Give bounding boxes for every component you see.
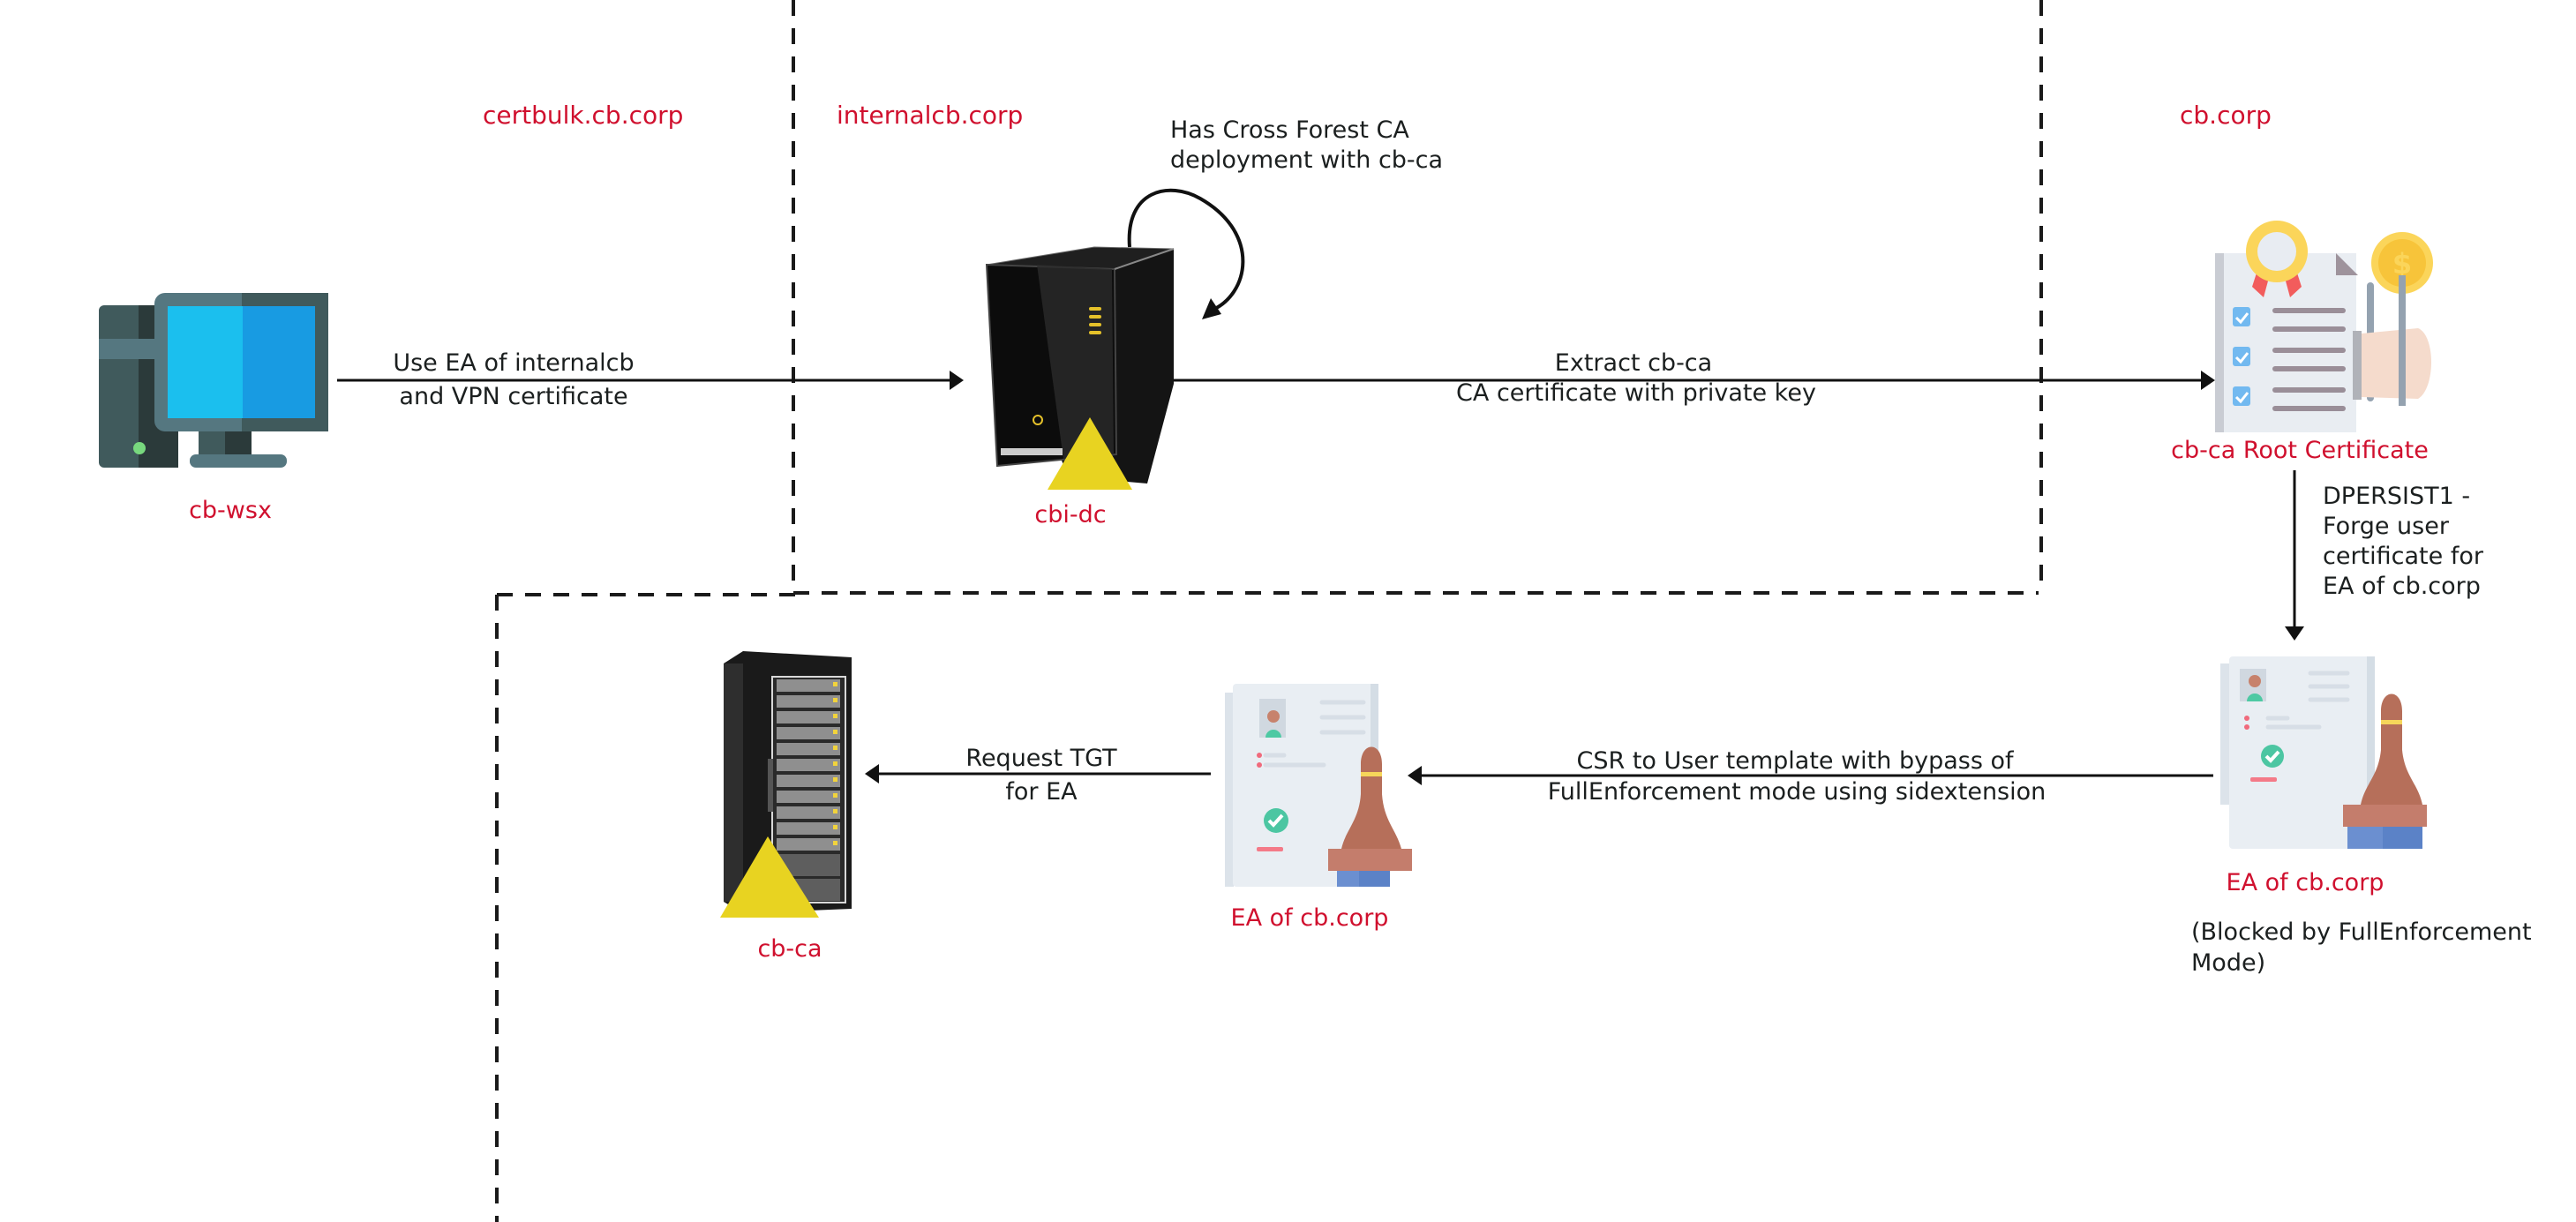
node-label-cb-wsx: cb-wsx [189, 497, 272, 524]
edge-label-root-ea-line2: Forge user [2323, 513, 2449, 540]
blocked-note-line2: Mode) [2191, 949, 2266, 977]
arrowhead-icon [950, 371, 964, 390]
edge-label-dc-root-line1: Extract cb-ca [1554, 349, 1713, 377]
node-label-cbi-dc: cbi-dc [1034, 501, 1107, 529]
stamped-document-icon[interactable] [2220, 656, 2427, 849]
arrowhead-icon [2285, 626, 2304, 641]
certificate-award-icon[interactable]: $ [2215, 221, 2433, 432]
blocked-note-line1: (Blocked by FullEnforcement [2191, 918, 2532, 946]
edge-label-ea-ca-line1: Request TGT [965, 745, 1117, 772]
node-label-ea-forged: EA of cb.corp [2226, 869, 2384, 896]
arrowhead-icon [1408, 766, 1422, 785]
node-label-root-cert: cb-ca Root Certificate [2171, 437, 2429, 464]
domain-label-certbulk: certbulk.cb.corp [483, 101, 684, 130]
node-label-ea-valid: EA of cb.corp [1230, 904, 1389, 932]
stamped-document-icon[interactable] [1225, 684, 1412, 887]
forest-boundaries [495, 0, 2043, 1222]
edge-label-wsx-dc-line1: Use EA of internalcb [393, 349, 635, 377]
edge-label-root-ea-line3: certificate for [2323, 543, 2483, 570]
edge-label-ea-ea-line2: FullEnforcement mode using sidextension [1547, 778, 2047, 806]
arrowhead-icon [2201, 371, 2215, 390]
node-label-cb-ca: cb-ca [757, 935, 822, 963]
edge-dc-to-root [1174, 371, 2215, 390]
edge-label-dc-self-line1: Has Cross Forest CA [1170, 116, 1409, 144]
warning-triangle-icon [1048, 417, 1132, 490]
domain-label-internalcb: internalcb.corp [837, 101, 1024, 130]
warning-triangle-icon [720, 836, 819, 918]
domain-label-cbcorp: cb.corp [2180, 101, 2272, 130]
edge-dc-self-loop [1127, 188, 1245, 319]
desktop-computer-icon[interactable] [99, 293, 328, 468]
edge-label-dc-root-line2: CA certificate with private key [1456, 379, 1816, 407]
edge-label-root-ea-line1: DPERSIST1 - [2323, 483, 2471, 510]
edge-root-to-ea [2285, 470, 2304, 641]
edge-label-dc-self-line2: deployment with cb-ca [1170, 146, 1444, 174]
edge-ea-to-ca [865, 764, 1211, 783]
tower-server-icon[interactable] [985, 246, 1175, 484]
svg-text:$: $ [2392, 247, 2412, 281]
arrowhead-icon [1202, 298, 1221, 319]
edge-label-ea-ca-line2: for EA [1005, 778, 1078, 806]
edge-wsx-to-dc [337, 371, 964, 390]
edge-label-root-ea-line4: EA of cb.corp [2323, 573, 2481, 600]
edge-label-ea-ea-line1: CSR to User template with bypass of [1576, 747, 2014, 775]
server-rack-icon[interactable] [724, 651, 852, 913]
arrowhead-icon [865, 764, 879, 783]
edge-ea-to-ea [1408, 766, 2213, 785]
edge-label-wsx-dc-line2: and VPN certificate [399, 383, 628, 410]
